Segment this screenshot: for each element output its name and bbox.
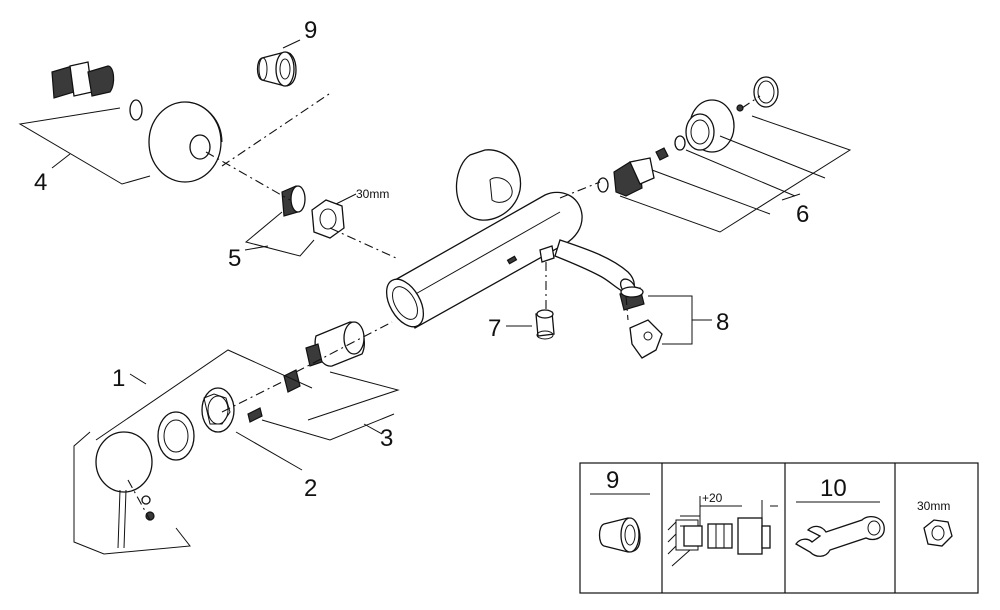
- callout-4: 4: [34, 169, 47, 196]
- bracket-4: [18, 107, 151, 185]
- part-8-diverter: [619, 286, 663, 359]
- bracket-1: [73, 349, 313, 555]
- callout-5: 5: [228, 245, 241, 272]
- part-1-handle-group: [95, 387, 235, 549]
- table-number-9: 9: [606, 467, 619, 494]
- callout-8: 8: [716, 309, 729, 336]
- table-cell-nut: 30mm: [917, 499, 953, 547]
- part-9-adapter: [256, 51, 297, 87]
- callout-9: 9: [304, 17, 317, 44]
- table-number-10: 10: [820, 475, 847, 502]
- leader-30mm: [335, 193, 357, 205]
- assembly-axes: [127, 91, 761, 521]
- part-5-nut: [281, 185, 345, 239]
- bracket-5: [244, 211, 315, 257]
- part-6-cartridge-and-handle: [597, 76, 779, 197]
- callout-3: 3: [380, 425, 393, 452]
- leader-3: [363, 423, 383, 435]
- bracket-6: [619, 115, 852, 233]
- leader-5: [244, 245, 269, 251]
- part-3-cartridge: [247, 321, 365, 423]
- leader-2: [235, 431, 303, 471]
- bracket-3b: [261, 413, 395, 441]
- extension-dimension: +20: [702, 491, 723, 505]
- callout-7: 7: [488, 315, 501, 342]
- bracket-3a: [307, 371, 400, 421]
- table-cell-wrench: 10: [795, 475, 885, 557]
- accessory-table: [579, 462, 979, 594]
- table-cell-9: 9: [590, 467, 650, 553]
- part-4-eccentric-and-rosette: [51, 61, 223, 183]
- table-cell-extension: +20: [667, 491, 778, 567]
- callout-1: 1: [112, 365, 125, 392]
- callout-2: 2: [304, 475, 317, 502]
- wrench-size-label: 30mm: [356, 187, 389, 201]
- leader-9: [282, 39, 301, 49]
- callout-6: 6: [796, 201, 809, 228]
- mixer-body: [385, 149, 637, 329]
- table-wrench-size: 30mm: [917, 499, 950, 513]
- part-7-aerator: [535, 309, 555, 340]
